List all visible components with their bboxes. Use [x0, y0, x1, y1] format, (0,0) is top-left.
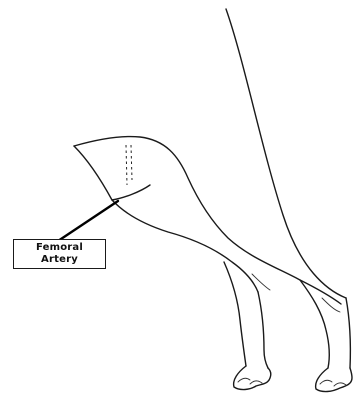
near-hock-crease — [252, 274, 270, 290]
incision-dashed-line-2 — [131, 145, 132, 180]
thigh-upper-contour — [74, 137, 341, 304]
thigh-front-edge — [112, 200, 258, 292]
far-hock-crease — [322, 298, 340, 312]
near-paw — [234, 366, 271, 390]
near-shin-back — [258, 292, 268, 368]
label-line-2: Artery — [41, 254, 78, 266]
thigh-cut-edge — [74, 146, 150, 200]
tail-back-outline — [226, 9, 346, 298]
femoral-artery-label: Femoral Artery — [13, 239, 106, 269]
far-paw — [316, 368, 352, 392]
near-shin-front — [224, 262, 246, 366]
far-paw-toes — [320, 380, 346, 386]
femoral-artery-leader-line — [58, 201, 118, 241]
near-paw-toes — [238, 378, 262, 384]
label-line-1: Femoral — [36, 242, 83, 254]
far-leg-outer-edge — [346, 298, 350, 368]
incision-dashed-line — [126, 145, 127, 185]
